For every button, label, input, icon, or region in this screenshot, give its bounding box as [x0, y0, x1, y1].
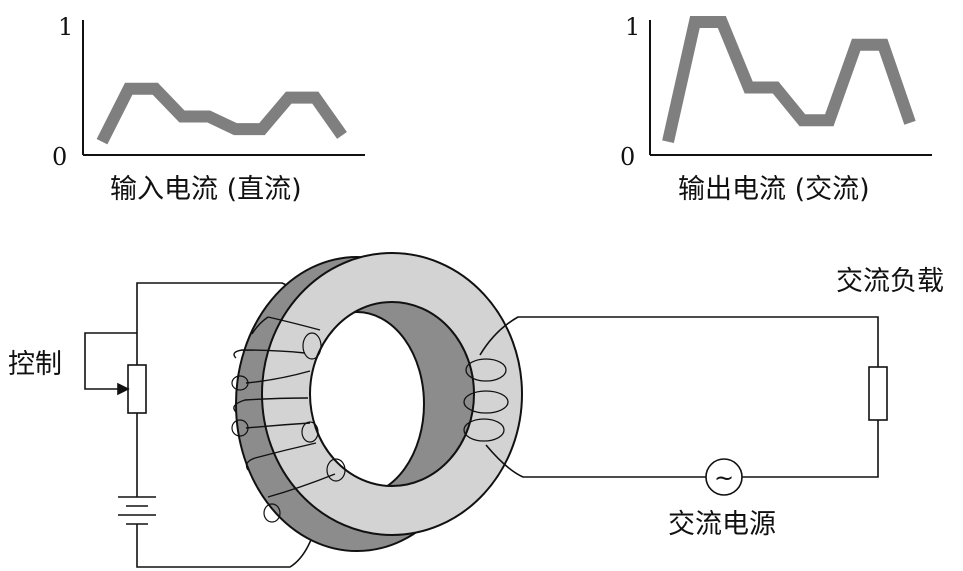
input-current-graph: 1 0 输入电流 (直流)	[52, 13, 365, 205]
variable-resistor	[127, 364, 147, 414]
ac-source-symbol: ~	[714, 464, 734, 492]
ac-load-label: 交流负载	[836, 266, 944, 297]
output-graph-y-max-label: 1	[625, 13, 640, 41]
load-right-wire	[742, 420, 879, 478]
control-winding	[231, 316, 346, 523]
load-top-wire	[479, 316, 879, 367]
ac-source-label: 交流电源	[668, 509, 776, 540]
wiper-loop	[84, 332, 137, 390]
ac-source-icon	[705, 458, 743, 496]
output-current-graph: 1 0 输出电流 (交流)	[620, 13, 932, 205]
input-current-waveform	[96, 82, 347, 145]
control-label: 控制	[8, 349, 62, 380]
input-graph-y-max-label: 1	[58, 13, 73, 41]
toroidal-core	[234, 252, 524, 552]
input-graph-y-min-label: 0	[52, 143, 67, 171]
ac-load-resistor	[868, 366, 888, 421]
core-face	[260, 252, 524, 536]
load-bottom-wire	[485, 444, 706, 478]
output-winding	[463, 358, 509, 442]
output-graph-y-min-label: 0	[620, 143, 635, 171]
output-graph-caption: 输出电流 (交流)	[678, 174, 870, 205]
input-graph-caption: 输入电流 (直流)	[110, 174, 302, 205]
battery-icon	[118, 496, 156, 525]
output-current-waveform	[662, 16, 916, 144]
ac-load-circuit	[463, 316, 888, 496]
wiper-arrow-icon	[117, 382, 130, 396]
